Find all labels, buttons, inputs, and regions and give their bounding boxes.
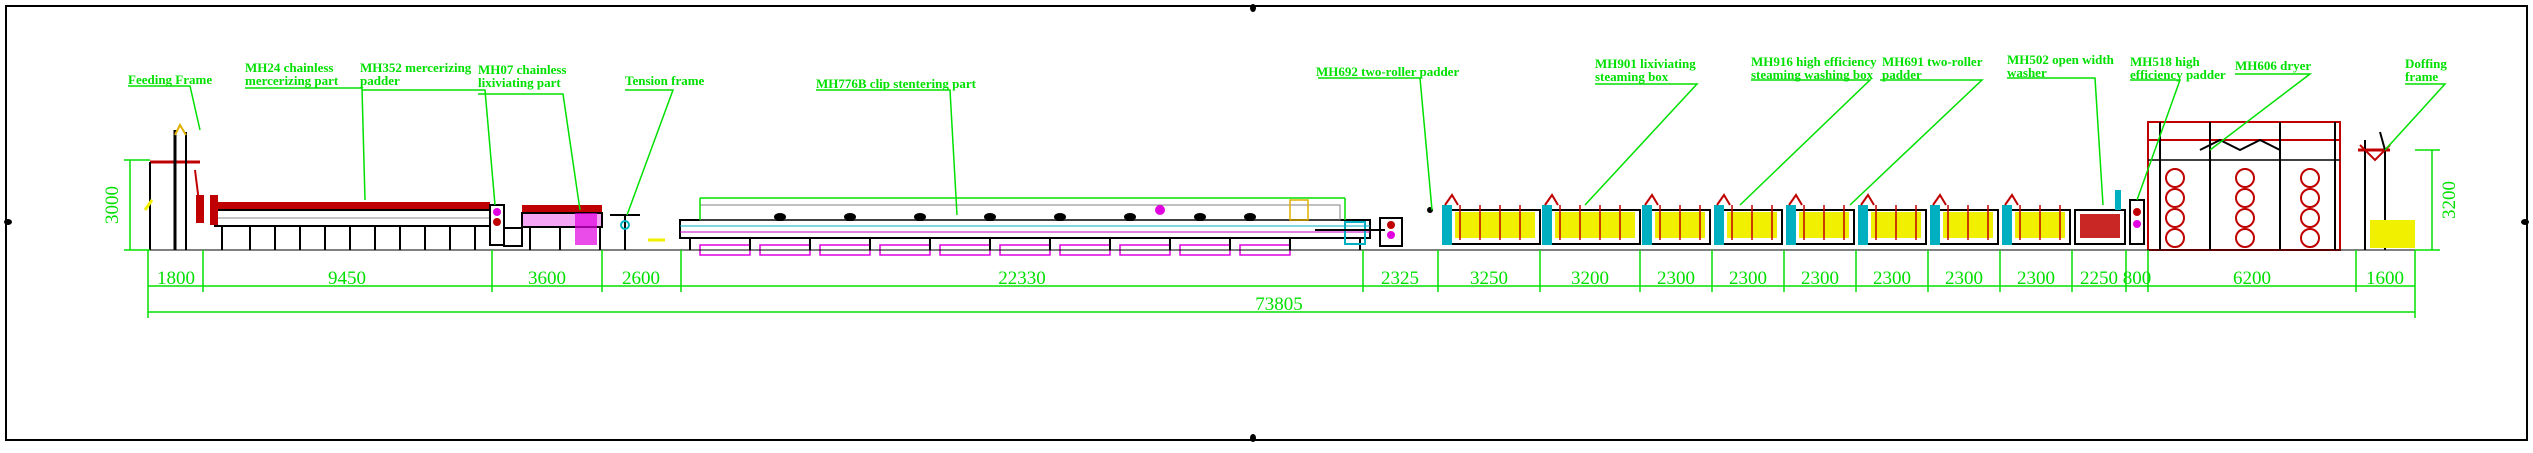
dim-segment: 2300 xyxy=(1801,268,1839,289)
bottom-registration-mark xyxy=(1250,434,1256,442)
leader-mh916 xyxy=(1739,79,1872,206)
leader-mh901 xyxy=(1584,83,1699,206)
leader-mh07 xyxy=(478,93,581,211)
dim-segment: 2300 xyxy=(1945,268,1983,289)
dim-segment: 2250 xyxy=(2080,268,2118,289)
dim-segment: 9450 xyxy=(328,268,366,289)
left-registration-mark xyxy=(4,219,12,225)
dim-segment: 800 xyxy=(2123,268,2152,289)
washing-boxes-drawing xyxy=(1442,193,2071,245)
leader-feeding-frame xyxy=(128,85,201,131)
tension-frame-drawing xyxy=(610,214,665,250)
dim-segment: 2300 xyxy=(2017,268,2055,289)
mh606-dryer-drawing xyxy=(2147,121,2341,251)
segment-dimensions: 1800 9450 3600 2600 22330 2325 3250 3200… xyxy=(157,268,2404,289)
label-mh916-line1: MH916 high efficiency xyxy=(1751,54,1877,69)
label-tension-frame: Tension frame xyxy=(625,73,705,88)
leader-doffing xyxy=(2384,83,2447,151)
label-mh518-line1: MH518 high xyxy=(2130,54,2200,69)
dim-segment: 22330 xyxy=(998,268,1046,289)
label-mh901-line1: MH901 lixiviating xyxy=(1595,56,1696,71)
dim-total: 73805 xyxy=(1255,294,1303,315)
leader-mh776b xyxy=(816,89,958,216)
mh24-mercerizing-drawing xyxy=(210,195,491,250)
label-mh07-line1: MH07 chainless xyxy=(478,62,566,77)
dim-segment: 6200 xyxy=(2233,268,2271,289)
machine-line xyxy=(140,121,2420,256)
label-mh518-line2: efficiency padder xyxy=(2130,67,2226,82)
label-mh691-line2: padder xyxy=(1882,67,1922,82)
dim-segment: 2600 xyxy=(622,268,660,289)
label-mh24-line1: MH24 chainless xyxy=(245,60,333,75)
dim-segment: 3200 xyxy=(1571,268,1609,289)
leader-mh692 xyxy=(1318,77,1433,211)
dim-height-left: 3000 xyxy=(102,186,123,224)
wash-unit xyxy=(1542,193,1641,245)
dim-segment: 2325 xyxy=(1381,268,1419,289)
dim-segment: 2300 xyxy=(1873,268,1911,289)
label-doffing-line1: Doffing xyxy=(2405,56,2447,71)
dim-segment: 1800 xyxy=(157,268,195,289)
label-mh352-line2: padder xyxy=(360,73,400,88)
dim-segment: 3250 xyxy=(1470,268,1508,289)
label-mh24-line2: mercerizing part xyxy=(245,73,339,88)
mh352-padder-drawing xyxy=(489,204,523,247)
mh502-mh518-drawing xyxy=(2074,190,2145,245)
right-registration-mark xyxy=(2521,219,2529,225)
feeding-frame-drawing xyxy=(143,122,204,250)
label-mh502-line1: MH502 open width xyxy=(2007,52,2115,67)
wash-unit xyxy=(1786,193,1855,245)
leader-tension-frame xyxy=(625,89,675,216)
label-mh901-line2: steaming box xyxy=(1595,69,1669,84)
wash-unit xyxy=(1442,193,1541,245)
leader-mh518 xyxy=(2130,79,2182,201)
annotation-leaders xyxy=(128,73,2447,216)
leader-mh24 xyxy=(245,87,366,201)
mh07-lixiviating-drawing xyxy=(521,205,603,250)
wash-unit xyxy=(1714,193,1783,245)
label-mh916-line2: steaming washing box xyxy=(1751,67,1874,82)
label-mh502-line2: washer xyxy=(2007,65,2047,80)
wash-unit xyxy=(1642,193,1711,245)
wash-unit xyxy=(1858,193,1927,245)
label-mh606: MH606 dryer xyxy=(2235,58,2311,73)
label-mh07-line2: lixiviating part xyxy=(478,75,561,90)
leader-mh606 xyxy=(2209,73,2313,151)
leader-mh691 xyxy=(1849,79,1984,206)
label-mh776b: MH776B clip stentering part xyxy=(816,76,977,91)
dim-segment: 2300 xyxy=(1657,268,1695,289)
wash-unit xyxy=(1930,193,1999,245)
top-registration-mark xyxy=(1250,4,1256,12)
label-mh691-line1: MH691 two-roller xyxy=(1882,54,1983,69)
annotation-labels: Feeding Frame MH24 chainless mercerizing… xyxy=(128,52,2447,91)
dim-segment: 1600 xyxy=(2366,268,2404,289)
label-feeding-frame: Feeding Frame xyxy=(128,72,212,87)
dimension-lines xyxy=(124,149,2440,318)
label-mh692: MH692 two-roller padder xyxy=(1316,64,1459,79)
mh692-padder-drawing xyxy=(1379,207,1433,247)
mh776b-stenter-drawing xyxy=(679,197,1385,256)
doffing-frame-drawing xyxy=(2358,131,2415,250)
wash-unit xyxy=(2002,193,2071,245)
dim-height-right: 3200 xyxy=(2439,181,2460,219)
dim-segment: 2300 xyxy=(1729,268,1767,289)
dim-segment: 3600 xyxy=(528,268,566,289)
label-mh352-line1: MH352 mercerizing xyxy=(360,60,472,75)
leader-mh502 xyxy=(2007,77,2104,206)
label-doffing-line2: frame xyxy=(2405,69,2438,84)
leader-mh352 xyxy=(362,89,496,206)
